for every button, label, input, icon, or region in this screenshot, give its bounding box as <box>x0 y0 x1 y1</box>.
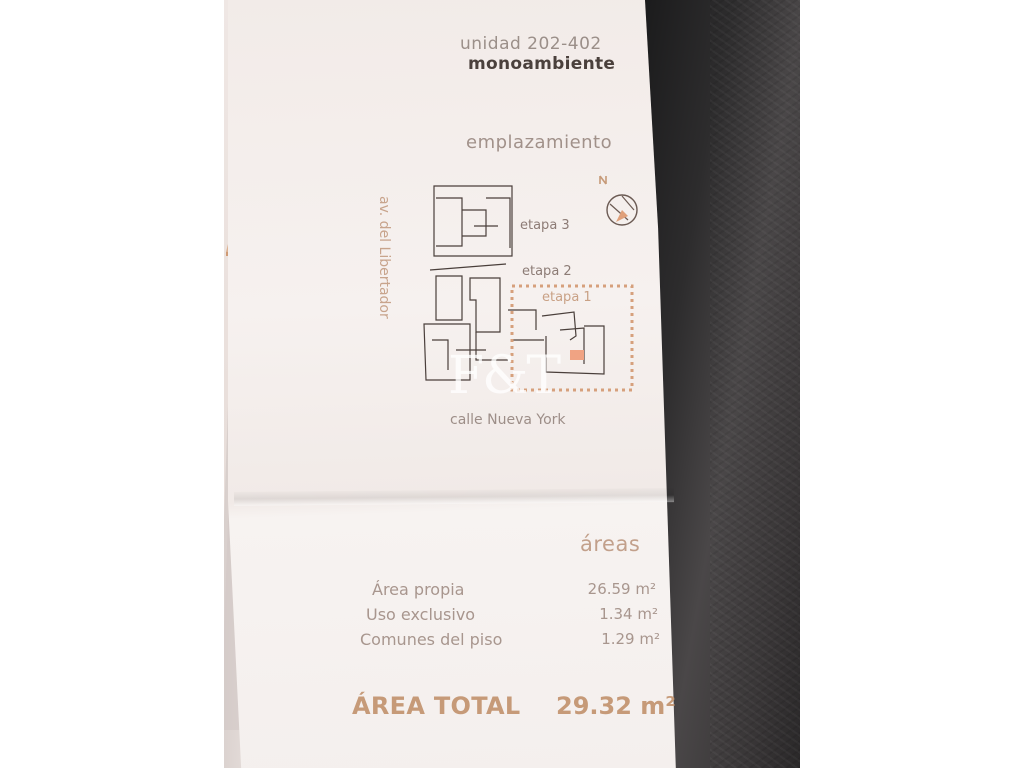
stage-1-label: etapa 1 <box>542 290 592 305</box>
building-outlines <box>423 185 537 381</box>
avenue-label: av. del Libertador <box>376 196 392 319</box>
stage-2-label: etapa 2 <box>522 264 572 279</box>
area-row-label: Uso exclusivo <box>366 605 476 624</box>
area-row-value: 1.34 m² <box>599 605 658 623</box>
location-heading: emplazamiento <box>466 132 613 153</box>
unit-type: monoambiente <box>468 54 616 74</box>
total-area-value: 29.32 m² <box>556 692 676 720</box>
area-row-label: Área propia <box>372 580 465 599</box>
unit-number: unidad 202-402 <box>460 34 602 54</box>
street-label: calle Nueva York <box>450 412 566 428</box>
stage-3-label: etapa 3 <box>520 218 570 233</box>
site-plan <box>423 175 638 392</box>
areas-heading: áreas <box>580 532 641 556</box>
area-row-label: Comunes del piso <box>360 630 503 649</box>
floorplan-sheet <box>228 0 676 768</box>
north-compass-icon <box>599 175 638 226</box>
watermark-logo: F&T <box>448 346 561 406</box>
seat-texture <box>710 0 800 768</box>
unit-highlight <box>570 350 584 360</box>
area-row-value: 26.59 m² <box>587 580 656 598</box>
total-area-label: ÁREA TOTAL <box>352 692 521 720</box>
area-row-value: 1.29 m² <box>601 630 660 648</box>
photo: 202 402 672 unidad 202-402 monoambiente … <box>224 0 800 768</box>
